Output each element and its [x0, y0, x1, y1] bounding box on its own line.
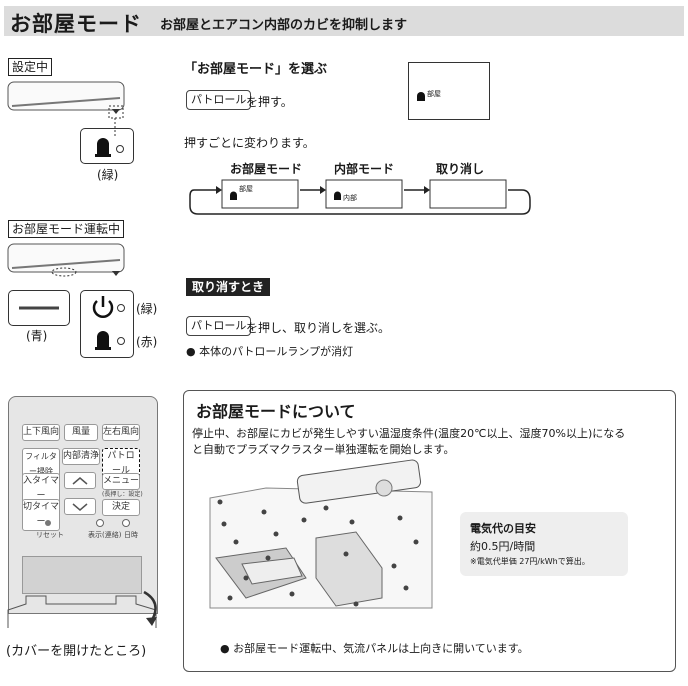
chevron-up-icon	[72, 477, 88, 485]
remote-label-reset: リセット	[36, 531, 64, 539]
cost-note: ※電気代単価 27円/kWhで算出。	[470, 557, 590, 566]
remote-display: 部屋	[408, 62, 490, 120]
cost-box	[460, 512, 628, 576]
remote-btn-leftright[interactable]: 左右風向	[102, 424, 140, 441]
remote-btn-menu[interactable]: メニュー	[102, 473, 140, 490]
header-bar	[4, 6, 684, 36]
patrol-button[interactable]: パトロール	[186, 90, 252, 110]
remote-small-buttons	[45, 519, 130, 527]
setting-lamp-color: (緑)	[97, 168, 119, 182]
remote-btn-enter[interactable]: 決定	[102, 499, 140, 516]
cycle-icon-room: 部屋	[239, 185, 253, 193]
running-label: お部屋モード運転中	[8, 220, 125, 238]
remote-label-datetime: 日時	[124, 531, 138, 539]
cycle-label-cancel: 取り消し	[436, 162, 485, 176]
about-line1: 停止中、お部屋にカビが発生しやすい温湿度条件(温度20℃以上、湿度70%以上)に…	[192, 427, 626, 440]
blue-panel-lamp	[8, 290, 70, 326]
cycle-note: 押すごとに変わります。	[184, 136, 315, 150]
room-lamp-icon	[95, 138, 124, 157]
about-bottom-note: ● お部屋モード運転中、気流パネルは上向きに開いています。	[220, 642, 529, 655]
setting-label: 設定中	[8, 58, 53, 76]
aircon-running-illustration	[7, 243, 125, 277]
setting-lamp-panel	[80, 128, 134, 164]
about-line2: と自動でプラズマクラスター単独運転を開始します。	[192, 443, 455, 456]
patrol-button-cancel[interactable]: パトロール	[186, 316, 252, 336]
cycle-label-room: お部屋モード	[230, 162, 303, 176]
about-title: お部屋モードについて	[196, 402, 356, 421]
running-panel-color: (青)	[26, 329, 48, 343]
power-icon	[92, 296, 114, 318]
cost-title: 電気代の目安	[470, 522, 536, 535]
remote-btn-updown[interactable]: 上下風向	[22, 424, 60, 441]
cycle-icon-internal: 内部	[343, 194, 357, 202]
room-illustration	[209, 459, 433, 609]
menu-subtext: (長押し：設定)	[102, 491, 143, 498]
page-title: お部屋モード	[10, 12, 142, 36]
remote-caption: (カバーを開けたところ)	[6, 644, 147, 659]
page-subtitle: お部屋とエアコン内部のカビを抑制します	[160, 18, 408, 33]
cycle-label-internal: 内部モード	[334, 162, 395, 176]
cover-hinge	[7, 590, 157, 628]
cycle-diagram	[189, 179, 531, 215]
chevron-down-icon	[72, 503, 88, 511]
cost-value: 約0.5円/時間	[470, 540, 536, 553]
remote-btn-internal-clean[interactable]: 内部清浄	[62, 448, 100, 465]
select-heading: 「お部屋モード」を選ぶ	[184, 62, 328, 77]
room-lamp-icon	[95, 331, 111, 350]
running-room-color: (赤)	[136, 335, 158, 349]
cancel-heading: 取り消すとき	[186, 278, 271, 296]
cancel-note: ● 本体のパトロールランプが消灯	[186, 345, 354, 358]
remote-btn-down[interactable]	[64, 498, 96, 515]
remote-cover-area	[22, 556, 142, 594]
display-icon-text: 部屋	[427, 90, 441, 98]
remote-btn-off-timer[interactable]: 切タイマー	[22, 499, 60, 531]
room-lamp-icon	[417, 92, 425, 101]
remote-label-display: 表示(連絡)	[88, 531, 122, 539]
cancel-press-text: を押し、取り消しを選ぶ。	[246, 321, 391, 335]
select-press-text: を押す。	[246, 95, 293, 109]
running-lamp-panel	[80, 290, 134, 358]
running-power-color: (緑)	[136, 302, 158, 316]
remote-btn-up[interactable]	[64, 472, 96, 489]
remote-btn-fan[interactable]: 風量	[64, 424, 98, 441]
aircon-unit-illustration	[7, 81, 125, 119]
about-box	[183, 390, 676, 672]
